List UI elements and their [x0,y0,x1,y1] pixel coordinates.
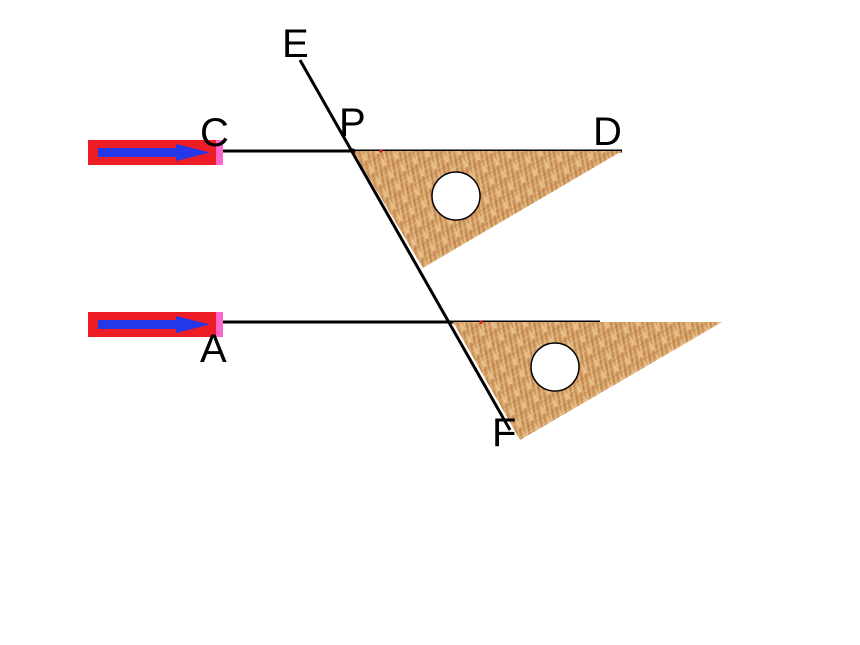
right-arrow-icon-upper[interactable] [88,140,223,165]
circle-hole-lower [530,342,580,392]
transversal-ef [298,59,512,431]
label-a: A [200,327,227,371]
label-f: F [492,411,516,455]
label-p: P [339,101,366,145]
label-c: C [200,111,229,155]
circle-hole-upper [431,171,481,221]
set-square-lower[interactable] [453,322,722,440]
set-square-upper[interactable] [353,151,622,268]
label-e: E [282,22,309,66]
marker-p [379,149,383,153]
point-p-dot [350,148,356,154]
right-arrow-icon-lower[interactable] [88,312,223,337]
marker-lower [479,320,483,324]
label-d: D [593,110,622,154]
